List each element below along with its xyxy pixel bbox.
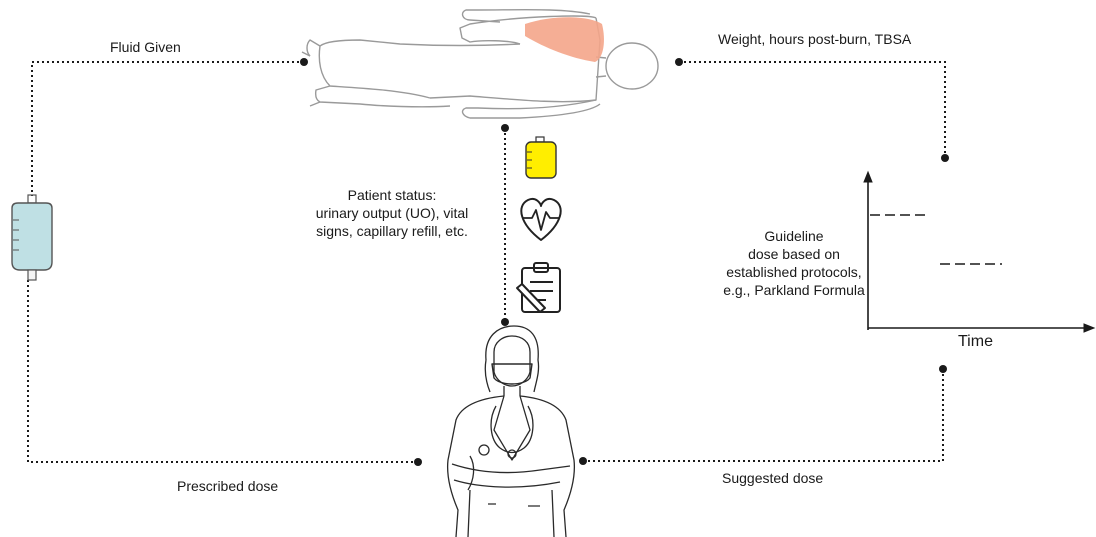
guideline-line: e.g., Parkland Formula [712, 281, 876, 299]
dot [675, 58, 683, 66]
connector-inputs [679, 62, 945, 158]
urine-bag-icon [526, 137, 556, 178]
burn-area-highlight [525, 17, 604, 62]
dot [939, 365, 947, 373]
clinician-icon [448, 326, 575, 537]
dot [579, 457, 587, 465]
patient-status-line: Patient status: [278, 186, 506, 204]
lying-patient-icon [302, 10, 658, 118]
dot [501, 318, 509, 326]
clipboard-icon [517, 263, 560, 312]
connector-suggested [583, 369, 943, 461]
iv-fluid-bag-icon [12, 195, 52, 280]
guideline-line: dose based on [712, 245, 876, 263]
patient-status-label: Patient status: urinary output (UO), vit… [278, 186, 506, 240]
suggested-dose-label: Suggested dose [722, 469, 823, 487]
patient-status-line: signs, capillary refill, etc. [278, 222, 506, 240]
heart-rate-icon [521, 199, 560, 240]
guideline-label: Guideline dose based on established prot… [712, 227, 876, 299]
guideline-plot [864, 172, 1094, 332]
dot [414, 458, 422, 466]
dot [941, 154, 949, 162]
prescribed-dose-label: Prescribed dose [177, 477, 278, 495]
connector-fluid-given [32, 62, 304, 196]
dot [300, 58, 308, 66]
time-axis-label: Time [958, 333, 993, 351]
inputs-label: Weight, hours post-burn, TBSA [718, 30, 911, 48]
dot [501, 124, 509, 132]
patient-status-line: urinary output (UO), vital [278, 204, 506, 222]
connector-prescribed [28, 280, 418, 462]
guideline-line: Guideline [712, 227, 876, 245]
guideline-line: established protocols, [712, 263, 876, 281]
fluid-given-label: Fluid Given [110, 38, 181, 56]
